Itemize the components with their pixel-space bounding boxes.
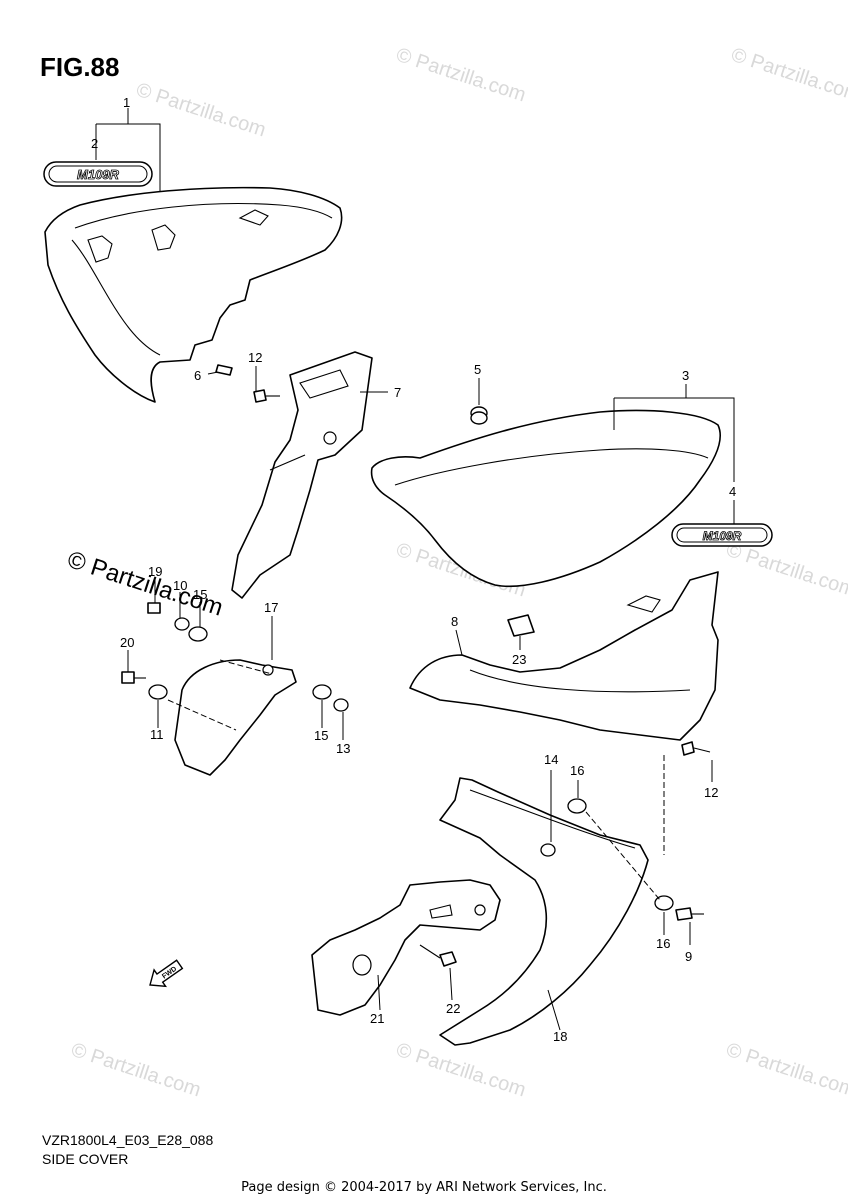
part-number-23: 23	[512, 652, 526, 667]
part-number-20: 20	[120, 635, 134, 650]
emblem-part-4: M109R	[671, 523, 773, 547]
model-code: VZR1800L4_E03_E28_088	[42, 1132, 214, 1148]
part-number-6: 6	[194, 368, 201, 383]
figure-title: FIG.88	[40, 52, 120, 82]
fasteners	[121, 364, 711, 967]
part-23-pad	[507, 614, 535, 637]
part-number-11: 11	[150, 727, 164, 742]
part-number-18: 18	[553, 1029, 567, 1044]
part-number-12a: 12	[248, 350, 262, 365]
part-number-5: 5	[474, 362, 481, 377]
footer-credit: Page design © 2004-2017 by ARI Network S…	[241, 1180, 607, 1195]
part-number-9: 9	[685, 949, 692, 964]
watermark: © Partzilla.com	[133, 79, 268, 142]
watermark: © Partzilla.com	[728, 44, 848, 107]
part-17-guard	[174, 659, 297, 776]
part-number-3: 3	[682, 368, 689, 383]
part-number-2: 2	[91, 136, 98, 151]
part-number-21: 21	[370, 1011, 384, 1026]
part-21-plate	[311, 879, 501, 1016]
part-7-bracket	[231, 351, 373, 599]
part-number-10: 10	[173, 578, 187, 593]
part-number-7: 7	[394, 385, 401, 400]
part-8-lower-panel	[409, 571, 719, 741]
emblem-part-2: M109R	[43, 161, 153, 187]
emblem-text: M109R	[703, 529, 742, 543]
part-number-22: 22	[446, 1001, 460, 1016]
watermark: © Partzilla.com	[68, 1039, 203, 1102]
part-number-4: 4	[729, 484, 736, 499]
emblem-text: M109R	[77, 167, 120, 182]
part-number-1: 1	[123, 95, 130, 110]
watermark: © Partzilla.com	[393, 44, 528, 107]
part-number-17: 17	[264, 600, 278, 615]
watermark: © Partzilla.com	[723, 539, 848, 602]
watermark: © Partzilla.com	[723, 1039, 848, 1102]
part-number-12b: 12	[704, 785, 718, 800]
part-number-labels: 1 2 3 4 5 6 7 8 9 10 11 12 12 13 14 15 1…	[91, 95, 736, 1044]
section-name: SIDE COVER	[42, 1151, 129, 1167]
part-number-13: 13	[336, 741, 350, 756]
part-1-cover	[44, 186, 343, 403]
part-number-8: 8	[451, 614, 458, 629]
part-number-16a: 16	[570, 763, 584, 778]
fwd-label: FWD	[161, 966, 178, 981]
fwd-arrow-icon: FWD	[149, 959, 184, 988]
part-number-16b: 16	[656, 936, 670, 951]
watermark: © Partzilla.com	[393, 1039, 528, 1102]
part-number-15b: 15	[314, 728, 328, 743]
leader-lines	[95, 108, 735, 1031]
part-number-19: 19	[148, 564, 162, 579]
watermark-main: © Partzilla.com	[64, 546, 226, 622]
part-number-14: 14	[544, 752, 558, 767]
part-number-15a: 15	[193, 587, 207, 602]
part-3-side-cover	[370, 409, 722, 588]
